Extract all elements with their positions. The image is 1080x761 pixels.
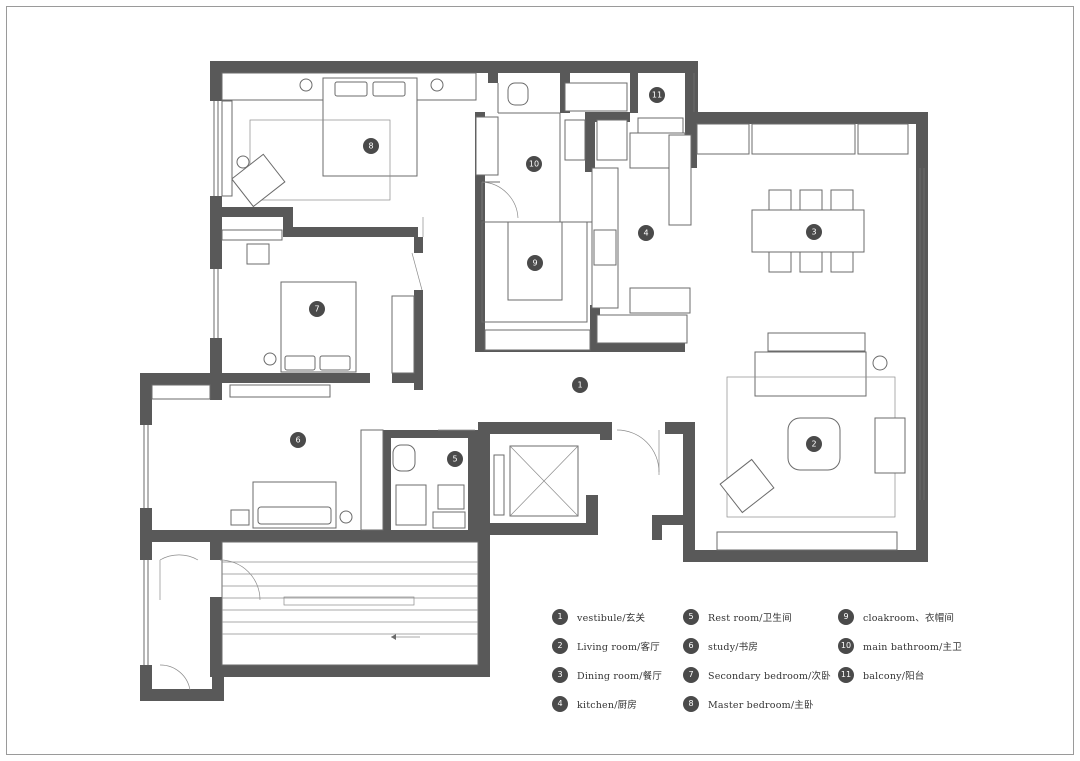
legend-item: 5 Rest room/卫生间 — [683, 602, 831, 631]
legend-number: 7 — [683, 666, 699, 683]
partitions — [143, 73, 925, 691]
door-arc — [159, 554, 199, 561]
legend-item: 6 study/书房 — [683, 631, 831, 660]
svg-text:10: 10 — [529, 160, 539, 169]
room-markers: 1 2 3 4 5 6 7 8 9 10 11 — [290, 87, 822, 467]
svg-text:6: 6 — [295, 436, 300, 445]
legend-number: 6 — [683, 637, 699, 654]
side-table — [874, 417, 906, 474]
legend-item: 1 vestibule/玄关 — [552, 602, 662, 631]
legend-number: 9 — [838, 608, 854, 625]
room-marker-9: 9 — [527, 255, 543, 271]
legend-number: 8 — [683, 695, 699, 712]
legend-number: 11 — [838, 666, 854, 683]
toilet — [392, 444, 416, 472]
sofa — [754, 351, 867, 397]
room-marker-4: 4 — [638, 225, 654, 241]
legend-item: 7 Secondary bedroom/次卧 — [683, 660, 831, 689]
room-marker-10: 10 — [526, 156, 542, 172]
legend-number: 1 — [552, 608, 568, 625]
room-marker-1: 1 — [572, 377, 588, 393]
legend-label: Master bedroom/主卧 — [708, 699, 814, 711]
legend-item: 11 balcony/阳台 — [838, 660, 962, 689]
wardrobe — [391, 295, 415, 374]
stair-arrow-icon — [391, 634, 396, 640]
room-marker-6: 6 — [290, 432, 306, 448]
legend-label: cloakroom、衣帽间 — [863, 612, 955, 624]
svg-text:7: 7 — [314, 305, 319, 314]
legend-item: 3 Dining room/餐厅 — [552, 660, 662, 689]
legend-number: 3 — [552, 666, 568, 683]
legend-number: 10 — [838, 637, 854, 654]
legend-number: 2 — [552, 637, 568, 654]
sink — [564, 119, 586, 161]
svg-text:2: 2 — [811, 440, 816, 449]
legend-number: 5 — [683, 608, 699, 625]
walls — [140, 61, 928, 701]
legend: 1 vestibule/玄关 2 Living room/客厅 3 Dining ro… — [552, 602, 962, 722]
tv-cabinet — [716, 531, 898, 551]
legend-label: Living room/客厅 — [577, 641, 660, 653]
rug — [249, 119, 391, 201]
legend-label: main bathroom/主卫 — [863, 641, 962, 653]
legend-column: 5 Rest room/卫生间 6 study/书房 7 Secondary bedr… — [683, 602, 831, 718]
room-marker-11: 11 — [649, 87, 665, 103]
svg-text:11: 11 — [652, 91, 662, 100]
toilet — [507, 82, 529, 106]
door-arc — [481, 181, 519, 219]
legend-item: 4 kitchen/厨房 — [552, 689, 662, 718]
svg-text:3: 3 — [811, 228, 816, 237]
svg-text:5: 5 — [452, 455, 457, 464]
legend-label: kitchen/厨房 — [577, 699, 637, 711]
legend-item: 8 Master bedroom/主卧 — [683, 689, 831, 718]
door-arc — [616, 429, 660, 473]
door-arc — [219, 559, 261, 601]
room-marker-2: 2 — [806, 436, 822, 452]
door-arc — [159, 664, 191, 691]
legend-item: 2 Living room/客厅 — [552, 631, 662, 660]
legend-label: study/书房 — [708, 641, 759, 653]
stair-treads — [222, 561, 478, 635]
legend-label: Dining room/餐厅 — [577, 670, 663, 682]
room-marker-7: 7 — [309, 301, 325, 317]
legend-number: 4 — [552, 695, 568, 712]
legend-label: vestibule/玄关 — [577, 612, 646, 624]
legend-item: 9 cloakroom、衣帽间 — [838, 602, 962, 631]
room-marker-3: 3 — [806, 224, 822, 240]
furniture — [151, 72, 909, 551]
legend-label: Rest room/卫生间 — [708, 612, 792, 624]
svg-text:9: 9 — [532, 259, 537, 268]
svg-text:4: 4 — [643, 229, 648, 238]
armchair — [719, 458, 775, 514]
legend-column: 9 cloakroom、衣帽间 10 main bathroom/主卫 11 balc… — [838, 602, 962, 689]
room-marker-5: 5 — [447, 451, 463, 467]
legend-label: balcony/阳台 — [863, 670, 925, 682]
legend-column: 1 vestibule/玄关 2 Living room/客厅 3 Dining ro… — [552, 602, 662, 718]
svg-text:1: 1 — [577, 381, 582, 390]
legend-label: Secondary bedroom/次卧 — [708, 670, 831, 682]
room-marker-8: 8 — [363, 138, 379, 154]
bookshelf — [360, 429, 384, 531]
svg-text:8: 8 — [368, 142, 373, 151]
sink — [437, 484, 465, 510]
elevator — [509, 445, 579, 517]
stove — [593, 229, 617, 266]
legend-item: 10 main bathroom/主卫 — [838, 631, 962, 660]
